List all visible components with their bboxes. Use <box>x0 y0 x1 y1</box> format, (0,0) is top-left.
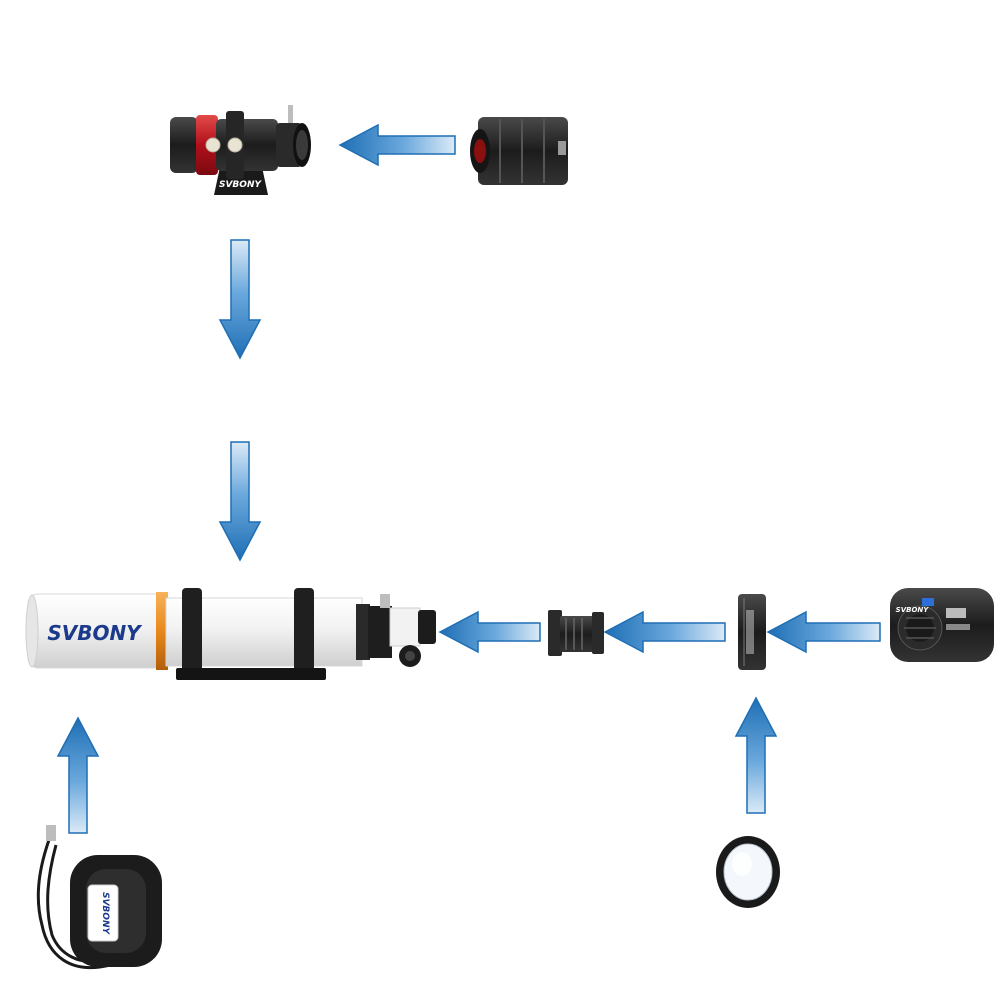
arrow-guide-camera-to-guide-scope <box>338 123 456 167</box>
arrow-guide-scope-down-1 <box>218 239 262 360</box>
arrow-guide-scope-down-2 <box>218 441 262 562</box>
connection-arrows <box>56 123 881 834</box>
cooled-camera-icon: SVBONY <box>890 588 994 662</box>
guide-scope-icon: SVBONY <box>170 105 311 195</box>
filter-icon <box>716 836 780 908</box>
arrow-camera-to-adapter <box>766 610 881 654</box>
arrow-adapter-to-flattener <box>603 610 726 654</box>
arrow-filter-to-adapter <box>734 696 778 814</box>
flattener-icon <box>548 610 604 656</box>
guide-scope-brand: SVBONY <box>219 180 262 190</box>
adapter-ring-icon <box>738 594 766 670</box>
guide-camera-icon <box>470 117 568 185</box>
arrow-dew-heater-to-telescope <box>56 716 100 834</box>
telescope-icon: SVBONY <box>25 588 436 680</box>
telescope-brand: SVBONY <box>47 621 143 645</box>
arrow-flattener-to-telescope <box>438 610 541 654</box>
dew-heater-icon: SVBONY <box>36 825 162 970</box>
dew-heater-brand: SVBONY <box>100 892 110 935</box>
camera-brand: SVBONY <box>896 606 930 614</box>
